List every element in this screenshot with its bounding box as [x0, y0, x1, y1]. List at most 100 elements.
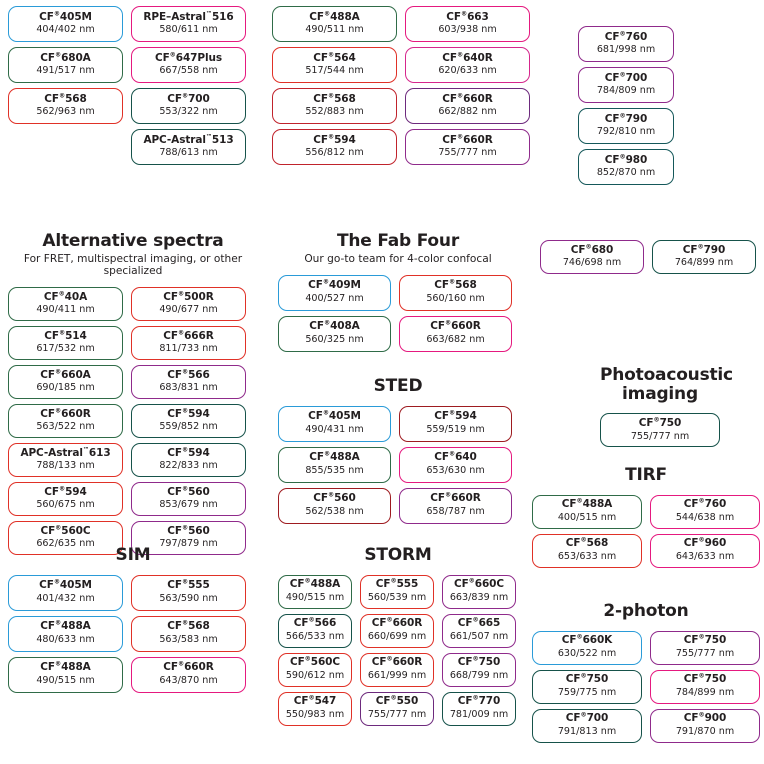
trademark-symbol: ®	[698, 536, 705, 544]
dye-spectra: 401/432 nm	[36, 593, 95, 605]
trademark-symbol: ®	[181, 578, 189, 586]
trademark-symbol: ®	[177, 329, 185, 337]
trademark-symbol: ®	[58, 290, 65, 298]
dye-spectra: 683/831 nm	[159, 382, 218, 394]
dye-spectra: 667/558 nm	[159, 65, 218, 77]
dye-name: CF®640R	[442, 51, 493, 64]
dye-spectra: 791/870 nm	[675, 726, 735, 738]
dye-name: CF®660C	[453, 577, 504, 591]
trademark-symbol: ®	[460, 10, 468, 18]
dye-spectra: 400/515 nm	[557, 512, 617, 524]
dye-spectra: 852/870 nm	[596, 167, 656, 179]
dye-name: CF®566	[167, 368, 210, 381]
dye-name: CF®665	[457, 616, 501, 630]
dye-spectra: 563/590 nm	[159, 593, 218, 605]
trademark-symbol: ®	[698, 497, 705, 505]
trademark-symbol: ®	[304, 655, 311, 663]
dye-spectra: 759/775 nm	[557, 687, 617, 699]
dye-name: CF®514	[44, 329, 87, 342]
dye-name: CF®790	[604, 112, 648, 125]
trademark-symbol: ®	[169, 51, 176, 59]
